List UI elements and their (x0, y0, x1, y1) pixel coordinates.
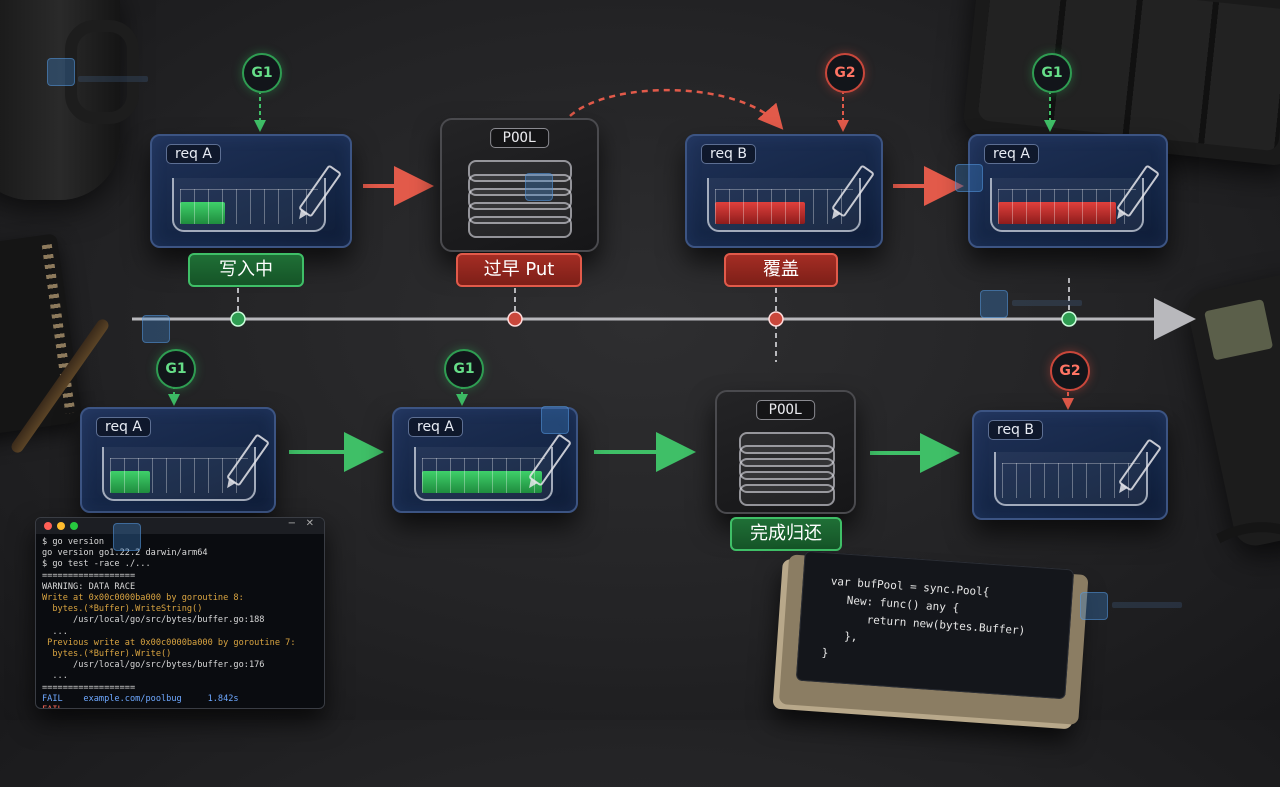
close-dot-icon[interactable] (44, 522, 52, 530)
code-line: }, (831, 629, 858, 644)
pool-title: POOL (490, 128, 550, 148)
timeline-marker-3 (769, 312, 783, 326)
status-early-put: 过早 Put (456, 253, 582, 287)
buffer-cells (998, 189, 1136, 224)
terminal-line: Write at 0x00c0000ba000 by goroutine 8: (42, 593, 318, 604)
watermark-icon (113, 523, 141, 551)
pool-buffers (468, 160, 568, 240)
request-card-req-b: req B (972, 410, 1168, 520)
request-card-req-a: req A (80, 407, 276, 513)
pool-box: POOL (715, 390, 856, 514)
watermark-icon (142, 315, 170, 343)
terminal-line: bytes.(*Buffer).Write() (42, 649, 318, 660)
status-writing: 写入中 (188, 253, 304, 287)
card-title: req A (96, 417, 151, 437)
close-icon[interactable]: ✕ (306, 518, 314, 529)
card-title: req A (984, 144, 1039, 164)
watermark-icon (1080, 592, 1108, 620)
code-line: } (821, 646, 829, 659)
timeline-marker-1 (231, 312, 245, 326)
watermark-icon (47, 58, 75, 86)
minimize-dot-icon[interactable] (57, 522, 65, 530)
card-title: req A (166, 144, 221, 164)
terminal-titlebar: − ✕ (36, 518, 324, 534)
card-title: req B (701, 144, 756, 164)
timeline-marker-4 (1062, 312, 1076, 326)
watermark-icon (525, 173, 553, 201)
terminal-line: /usr/local/go/src/bytes/buffer.go:176 (42, 660, 318, 671)
buffer-cells (180, 189, 318, 224)
terminal-line: ... (42, 627, 318, 638)
request-card-req-b: req B (685, 134, 883, 248)
pool-buffers (739, 432, 831, 504)
watermark-text (1112, 602, 1182, 608)
buffer-cells (422, 458, 545, 493)
request-card-req-a: req A (968, 134, 1168, 248)
terminal-line: ================== (42, 683, 318, 694)
terminal-line: FAIL (42, 705, 318, 709)
watermark-text (78, 76, 148, 82)
goroutine-tag-g1: G1 (156, 349, 196, 389)
card-title: req A (408, 417, 463, 437)
terminal-line: $ go test -race ./... (42, 559, 318, 570)
terminal-line: /usr/local/go/src/bytes/buffer.go:188 (42, 615, 318, 626)
goroutine-tag-g2: G2 (825, 53, 865, 93)
pool-title: POOL (756, 400, 816, 420)
terminal-line: go version go1.22.2 darwin/arm64 (42, 548, 318, 559)
code-card: var bufPool = sync.Pool{ New: func() any… (796, 551, 1074, 700)
terminal-line: Previous write at 0x00c0000ba000 by goro… (42, 638, 318, 649)
terminal-line: WARNING: DATA RACE (42, 582, 318, 593)
code-card-stack: var bufPool = sync.Pool{ New: func() any… (790, 560, 1090, 710)
timeline-marker-2 (508, 312, 522, 326)
goroutine-tag-g1: G1 (242, 53, 282, 93)
pool-box: POOL (440, 118, 599, 252)
terminal-line: ================== (42, 571, 318, 582)
watermark-icon (955, 164, 983, 192)
status-returned: 完成归还 (730, 517, 842, 551)
watermark-text (1012, 300, 1082, 306)
card-title: req B (988, 420, 1043, 440)
code-line: return new(bytes.Buffer) (840, 611, 1026, 637)
terminal-line: FAIL example.com/poolbug 1.842s (42, 694, 318, 705)
terminal-line: ... (42, 671, 318, 682)
goroutine-tag-g1: G1 (444, 349, 484, 389)
watermark-icon (541, 406, 569, 434)
request-card-req-a: req A (150, 134, 352, 248)
minimize-icon[interactable]: − (288, 518, 296, 529)
terminal-line: $ go version (42, 537, 318, 548)
reuse-arc (570, 90, 780, 126)
status-overwrite: 覆盖 (724, 253, 838, 287)
terminal-line: bytes.(*Buffer).WriteString() (42, 604, 318, 615)
goroutine-tag-g1: G1 (1032, 53, 1072, 93)
zoom-dot-icon[interactable] (70, 522, 78, 530)
diagram-stage: G1 req A 写入中 POOL 过早 Put G2 req B 覆盖 G1 … (0, 0, 1280, 720)
watermark-icon (980, 290, 1008, 318)
goroutine-tag-g2: G2 (1050, 351, 1090, 391)
